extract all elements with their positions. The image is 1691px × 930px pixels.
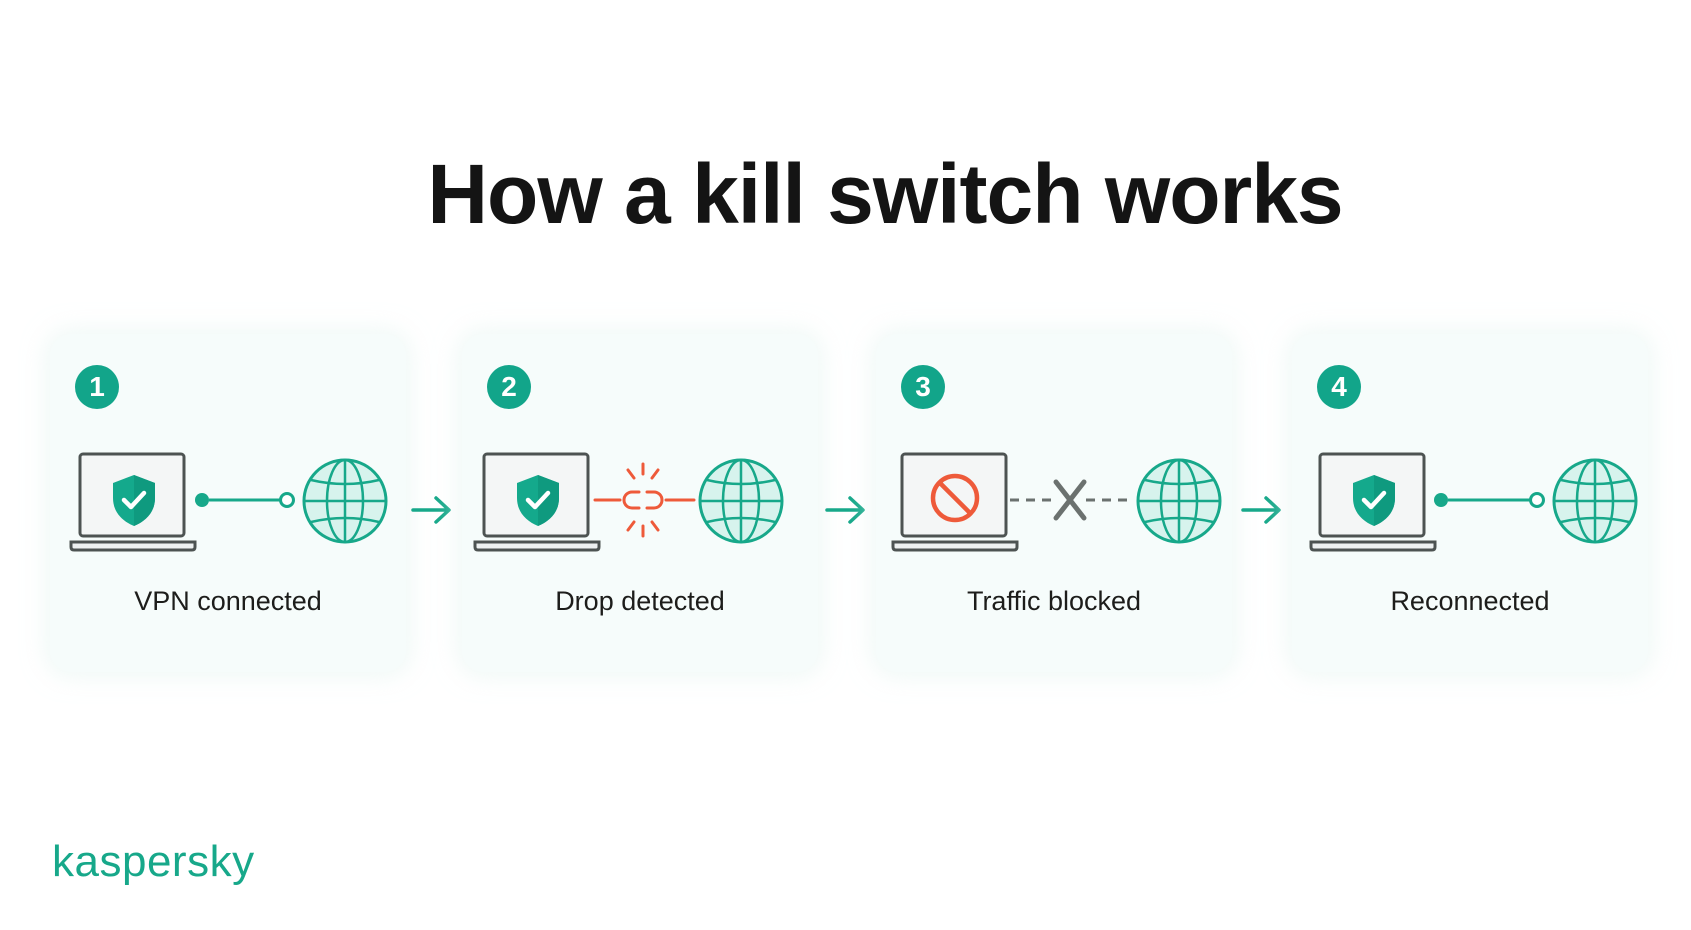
- connection-link-icon: [195, 492, 295, 508]
- step-label: Reconnected: [1390, 586, 1550, 616]
- prohibited-icon: [930, 473, 980, 523]
- arrow-right-icon: [824, 494, 868, 526]
- step-card-1: 1 VPN connected: [50, 334, 406, 672]
- step-label: VPN connected: [134, 586, 322, 616]
- diagram-title: How a kill switch works: [427, 147, 1343, 241]
- x-mark-icon: [1010, 479, 1132, 521]
- globe-icon: [1136, 458, 1222, 544]
- step-scene: [1309, 452, 1638, 552]
- arrow-right-icon: [410, 494, 454, 526]
- globe-icon: [698, 458, 784, 544]
- step-card-4: 4 Reconnected: [1292, 334, 1648, 672]
- step-number-badge: 3: [901, 365, 945, 409]
- step-label: Traffic blocked: [966, 586, 1142, 616]
- globe-icon: [302, 458, 388, 544]
- step-card-2: 2 Drop detected: [462, 334, 818, 672]
- connection-link-icon: [1434, 492, 1545, 508]
- arrow-right-icon: [1240, 494, 1284, 526]
- broken-link-icon: [593, 462, 696, 538]
- globe-icon: [1552, 458, 1638, 544]
- step-scene: [891, 452, 1222, 552]
- step-number-badge: 2: [487, 365, 531, 409]
- step-number-badge: 4: [1317, 365, 1361, 409]
- step-label: Drop detected: [555, 586, 725, 616]
- step-scene: [69, 452, 388, 552]
- kaspersky-logo: kaspersky: [52, 837, 255, 886]
- step-card-3: 3 Traffic blocked: [876, 334, 1232, 672]
- laptop-icon: [891, 452, 1019, 552]
- step-scene: [473, 452, 784, 552]
- step-number-badge: 1: [75, 365, 119, 409]
